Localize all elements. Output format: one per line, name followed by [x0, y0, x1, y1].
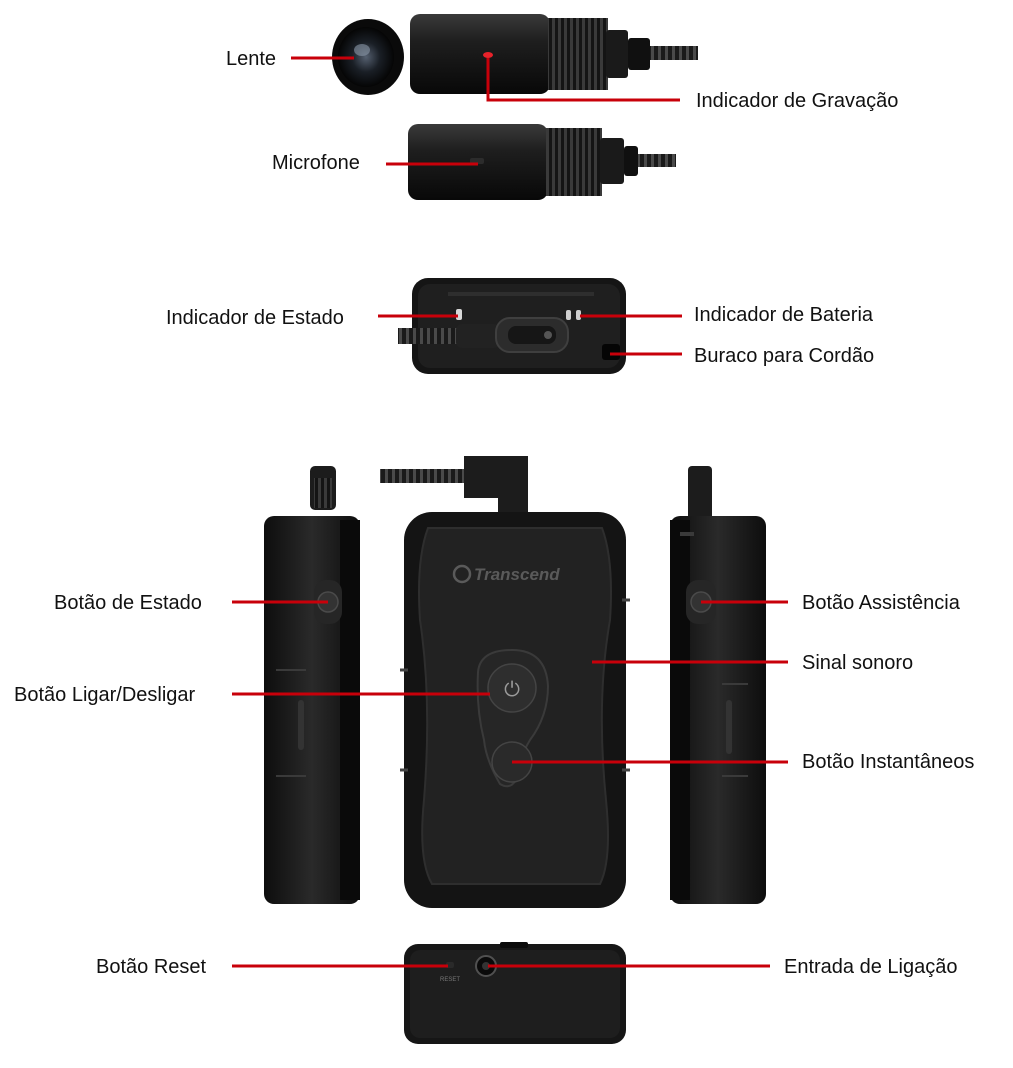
reset-mark: RESET — [440, 977, 460, 983]
label-indicador-gravacao: Indicador de Gravação — [696, 90, 898, 112]
label-microfone: Microfone — [272, 152, 360, 174]
power-button — [487, 663, 537, 713]
lanyard-hole — [602, 344, 620, 360]
recorder-front: Transcend ⏻ — [380, 456, 630, 908]
recorder-top-view — [398, 278, 626, 374]
label-botao-assistencia: Botão Assistência — [802, 592, 961, 614]
leader-lines — [232, 56, 788, 968]
callout-labels: Lente Indicador de Gravação Microfone In… — [14, 48, 974, 978]
label-buraco-cordao: Buraco para Cordão — [694, 345, 874, 367]
camera-head-cable — [650, 46, 698, 60]
leader-indicador-gravacao — [486, 58, 680, 102]
recorder-left-side — [264, 466, 360, 904]
camera-head-side — [408, 124, 676, 200]
battery-led — [566, 310, 571, 320]
label-lente: Lente — [226, 48, 276, 70]
label-entrada-ligacao: Entrada de Ligação — [784, 956, 957, 978]
recorder-right-side — [670, 466, 766, 904]
label-indicador-estado: Indicador de Estado — [166, 307, 344, 329]
label-botao-instantaneos: Botão Instantâneos — [802, 751, 974, 773]
label-botao-ligar: Botão Ligar/Desligar — [14, 684, 196, 706]
power-icon: ⏻ — [504, 677, 520, 701]
microphone-cable — [638, 154, 676, 167]
label-sinal-sonoro: Sinal sonoro — [802, 652, 913, 674]
label-indicador-bateria: Indicador de Bateria — [694, 304, 874, 326]
brand-label: Transcend — [474, 565, 560, 584]
camera-head-front — [332, 14, 698, 95]
brand-logo-icon — [452, 564, 472, 584]
recorder-bottom-view: RESET — [404, 942, 626, 1044]
label-botao-estado: Botão de Estado — [54, 592, 202, 614]
recording-led — [483, 52, 493, 58]
label-botao-reset: Botão Reset — [96, 956, 207, 978]
camera-head-barrel — [410, 14, 550, 94]
